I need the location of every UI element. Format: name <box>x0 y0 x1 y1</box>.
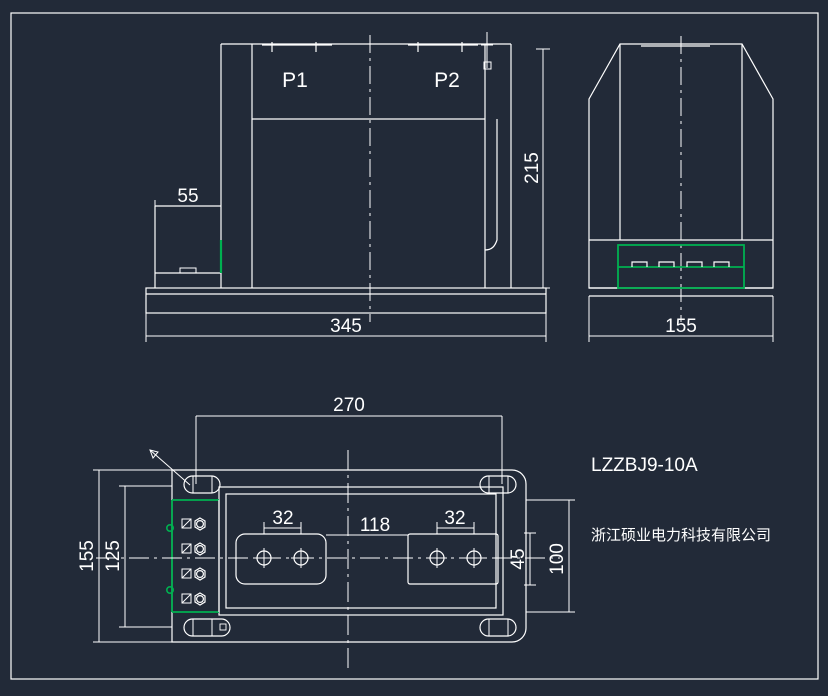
dim-55-text: 55 <box>177 186 198 207</box>
terminal-screw-2 <box>181 542 206 556</box>
indicator-led-1 <box>166 523 175 532</box>
plan-mounting-plate <box>171 469 527 643</box>
dim-125-plan-text: 125 <box>103 540 124 572</box>
front-base-plate <box>145 287 547 314</box>
terminal-screw-3 <box>181 567 206 581</box>
plan-terminal-screws <box>166 517 206 606</box>
front-body-outline <box>220 43 512 288</box>
dim-155-side-text: 155 <box>665 316 697 337</box>
dim-118-text: 118 <box>360 515 390 536</box>
plan-leader-line <box>149 449 191 486</box>
terminal-screw-4 <box>181 592 206 606</box>
front-top-right-tag <box>481 32 493 70</box>
dim-345: 345 <box>145 313 547 342</box>
side-elevation-view: 155 <box>588 36 774 342</box>
dim-215-text: 215 <box>522 152 543 184</box>
dim-32-left: 32 <box>263 508 302 534</box>
sheet-border <box>10 12 819 680</box>
dim-32-right-text: 32 <box>444 508 465 529</box>
terminal-label-p2: P2 <box>434 69 460 92</box>
front-elevation-view: P1 P2 55 345 215 <box>145 32 550 342</box>
dim-125-plan: 125 <box>103 485 172 628</box>
side-connector-block <box>617 244 745 289</box>
dim-155-plan-text: 155 <box>77 540 98 572</box>
terminal-screw-1 <box>181 517 206 531</box>
dim-32-right: 32 <box>436 508 475 534</box>
dim-155-plan: 155 <box>77 469 172 643</box>
mounting-slot-tl <box>183 475 221 494</box>
mounting-slot-br <box>479 618 517 637</box>
dim-118: 118 <box>326 515 408 536</box>
indicator-led-2 <box>166 585 175 594</box>
mounting-slot-tr <box>479 475 517 494</box>
dim-270: 270 <box>195 395 503 484</box>
plan-mounting-slots <box>183 475 517 637</box>
front-terminal-ticks <box>262 42 478 52</box>
dim-155-side: 155 <box>588 296 774 342</box>
dim-345-text: 345 <box>330 316 362 337</box>
mounting-slot-bl <box>183 618 231 637</box>
dim-270-text: 270 <box>333 395 365 416</box>
bottom-plan-view: 270 155 125 32 <box>77 395 575 670</box>
plan-bushing-pad-left <box>235 533 327 585</box>
dim-45: 45 <box>508 532 536 586</box>
front-left-foot <box>154 205 223 288</box>
dim-100-text: 100 <box>547 543 568 575</box>
dim-55: 55 <box>154 186 222 212</box>
plan-bushing-pad-right <box>407 533 499 585</box>
terminal-label-p1: P1 <box>282 69 308 92</box>
model-number-label: LZZBJ9-10A <box>591 455 698 476</box>
dim-100: 100 <box>526 499 575 613</box>
dim-32-left-text: 32 <box>272 508 293 529</box>
dim-215: 215 <box>522 48 550 289</box>
dim-45-text: 45 <box>508 548 529 569</box>
company-name-label: 浙江硕业电力科技有限公司 <box>591 527 771 544</box>
